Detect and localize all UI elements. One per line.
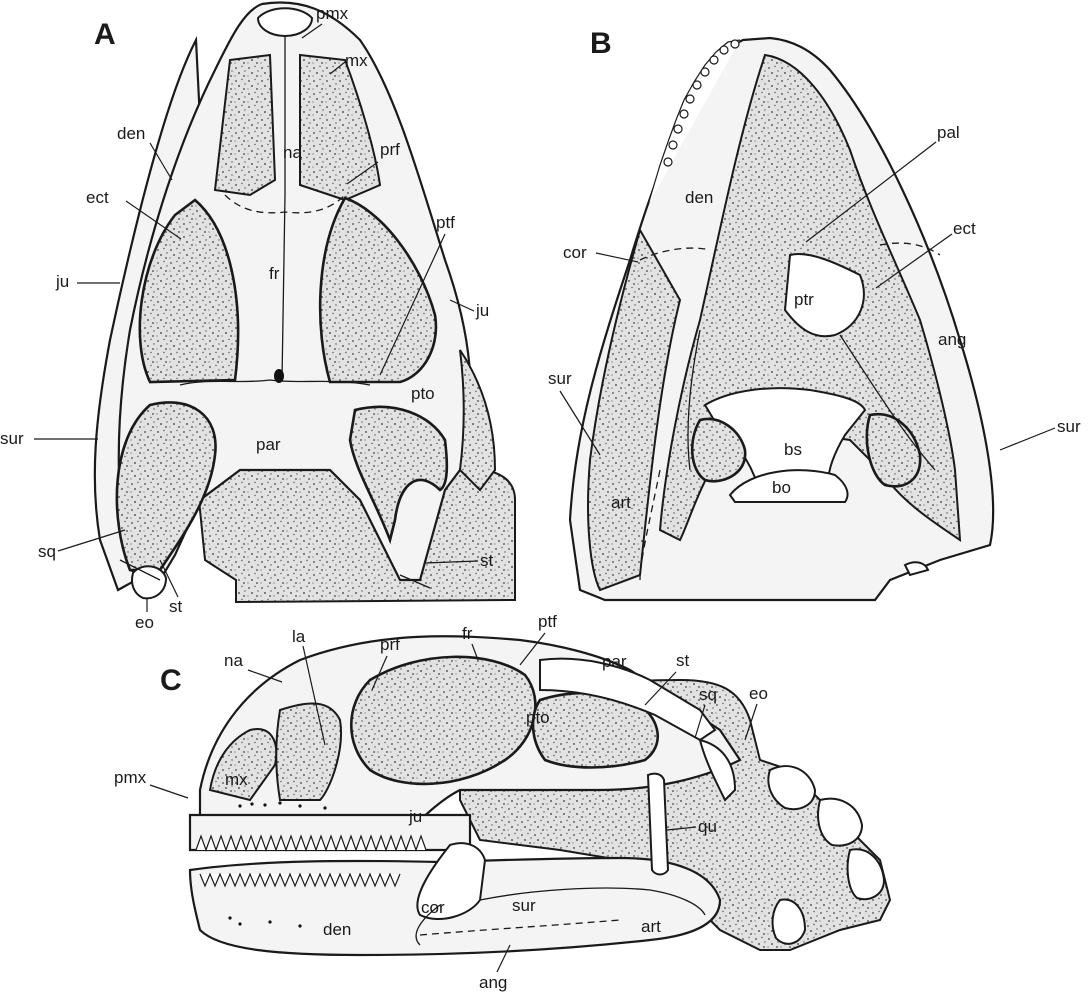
label-qu: qu [698,817,717,836]
label-art-b: art [611,493,631,512]
label-cor-b: cor [563,243,587,262]
label-mx: mx [345,51,368,70]
label-par: par [256,435,281,454]
panel-a-premaxilla [258,8,312,36]
label-pmx: pmx [316,4,349,23]
panel-c-occipital-knob-2 [818,799,862,846]
panel-a-exoccipital [132,566,166,598]
label-sur-c: sur [512,896,536,915]
leader-pmx-c [150,785,188,798]
label-par-c: par [602,652,627,671]
label-fr: fr [269,264,280,283]
leader-sur-b-right [1000,428,1055,450]
label-na-c: na [224,651,243,670]
label-st-right: st [480,551,494,570]
label-ptf-c: ptf [538,612,557,631]
label-cor-c: cor [421,898,445,917]
label-prf: prf [380,140,400,159]
label-ju-c: ju [408,807,422,826]
label-den-c: den [323,920,351,939]
panel-b-letter: B [590,27,612,60]
label-sq-c: sq [699,685,717,704]
label-st-left: st [169,597,183,616]
panel-c: C la prf fr ptf na par st sq eo pto pmx … [114,612,890,992]
label-den-b: den [685,188,713,207]
label-ju-left: ju [55,272,69,291]
panel-a-pineal-foramen [274,369,284,383]
panel-b: B pal den ect cor ptr ang sur sur bs art… [548,27,1081,600]
panel-c-quadrate [648,774,668,875]
label-pal: pal [937,123,960,142]
label-sur-a: sur [0,429,24,448]
panel-c-occipital-knob-3 [848,849,884,899]
panel-a: A pmx mx den na prf ect fr ptf ju ju pto… [0,3,515,633]
label-den: den [117,124,145,143]
label-la: la [292,627,306,646]
panel-a-postorbital-cheek [460,350,495,490]
label-prf-c: prf [380,635,400,654]
label-sur-b-left: sur [548,369,572,388]
panel-b-quadrate-process [905,562,928,575]
label-bs: bs [784,440,802,459]
panel-a-letter: A [94,18,116,51]
label-ang-c: ang [479,973,507,992]
label-art-c: art [641,917,661,936]
label-ptr: ptr [794,290,814,309]
label-sur-b-right: sur [1057,417,1081,436]
label-ju-right: ju [475,301,489,320]
label-ptf: ptf [436,213,455,232]
label-mx-c: mx [225,770,248,789]
label-sq: sq [38,542,56,561]
label-st-c: st [676,651,690,670]
label-pto: pto [411,384,435,403]
panel-a-left-temporal-fenestra [117,402,216,570]
label-ect-b: ect [953,219,976,238]
label-ect: ect [86,188,109,207]
label-pto-c: pto [526,708,550,727]
label-na: na [283,143,302,162]
label-fr-c: fr [462,624,473,643]
panel-c-letter: C [160,664,182,697]
label-eo-a: eo [135,613,154,632]
panel-c-upper-teeth [190,815,470,850]
label-eo-c: eo [749,684,768,703]
label-pmx-c: pmx [114,768,147,787]
label-bo: bo [772,478,791,497]
label-ang-b: ang [938,330,966,349]
